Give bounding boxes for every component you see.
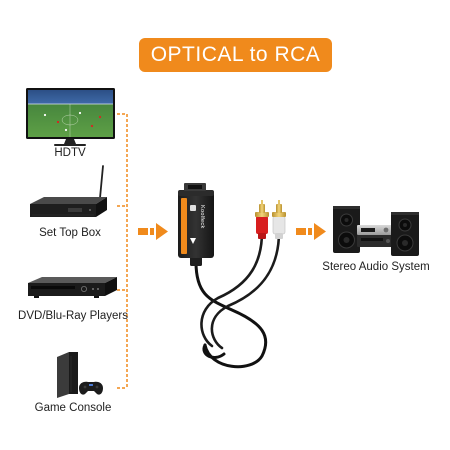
arrow-to-stereo xyxy=(296,223,326,240)
rca-white-plug xyxy=(272,200,286,239)
source-label-set-top-box: Set Top Box xyxy=(39,227,101,239)
output-label-stereo: Stereo Audio System xyxy=(322,261,430,273)
game-console-icon xyxy=(57,352,103,398)
source-label-bluray: DVD/Blu-Ray Players xyxy=(18,310,128,322)
set-top-box-icon xyxy=(30,165,107,217)
rca-cables-icon xyxy=(200,200,286,359)
source-bracket xyxy=(117,113,128,389)
title-text: OPTICAL to RCA xyxy=(150,43,321,66)
hdtv-icon xyxy=(26,88,115,146)
rca-red-plug xyxy=(255,200,269,239)
title-banner: OPTICAL to RCA xyxy=(139,38,332,72)
converter-brand-text: Koolfeck xyxy=(199,205,205,229)
arrow-to-converter xyxy=(138,223,168,240)
stereo-system-icon xyxy=(333,206,419,256)
source-label-hdtv: HDTV xyxy=(54,147,86,159)
bluray-player-icon xyxy=(28,277,117,298)
source-label-game-console: Game Console xyxy=(34,402,112,414)
converter-box-icon xyxy=(178,183,268,369)
